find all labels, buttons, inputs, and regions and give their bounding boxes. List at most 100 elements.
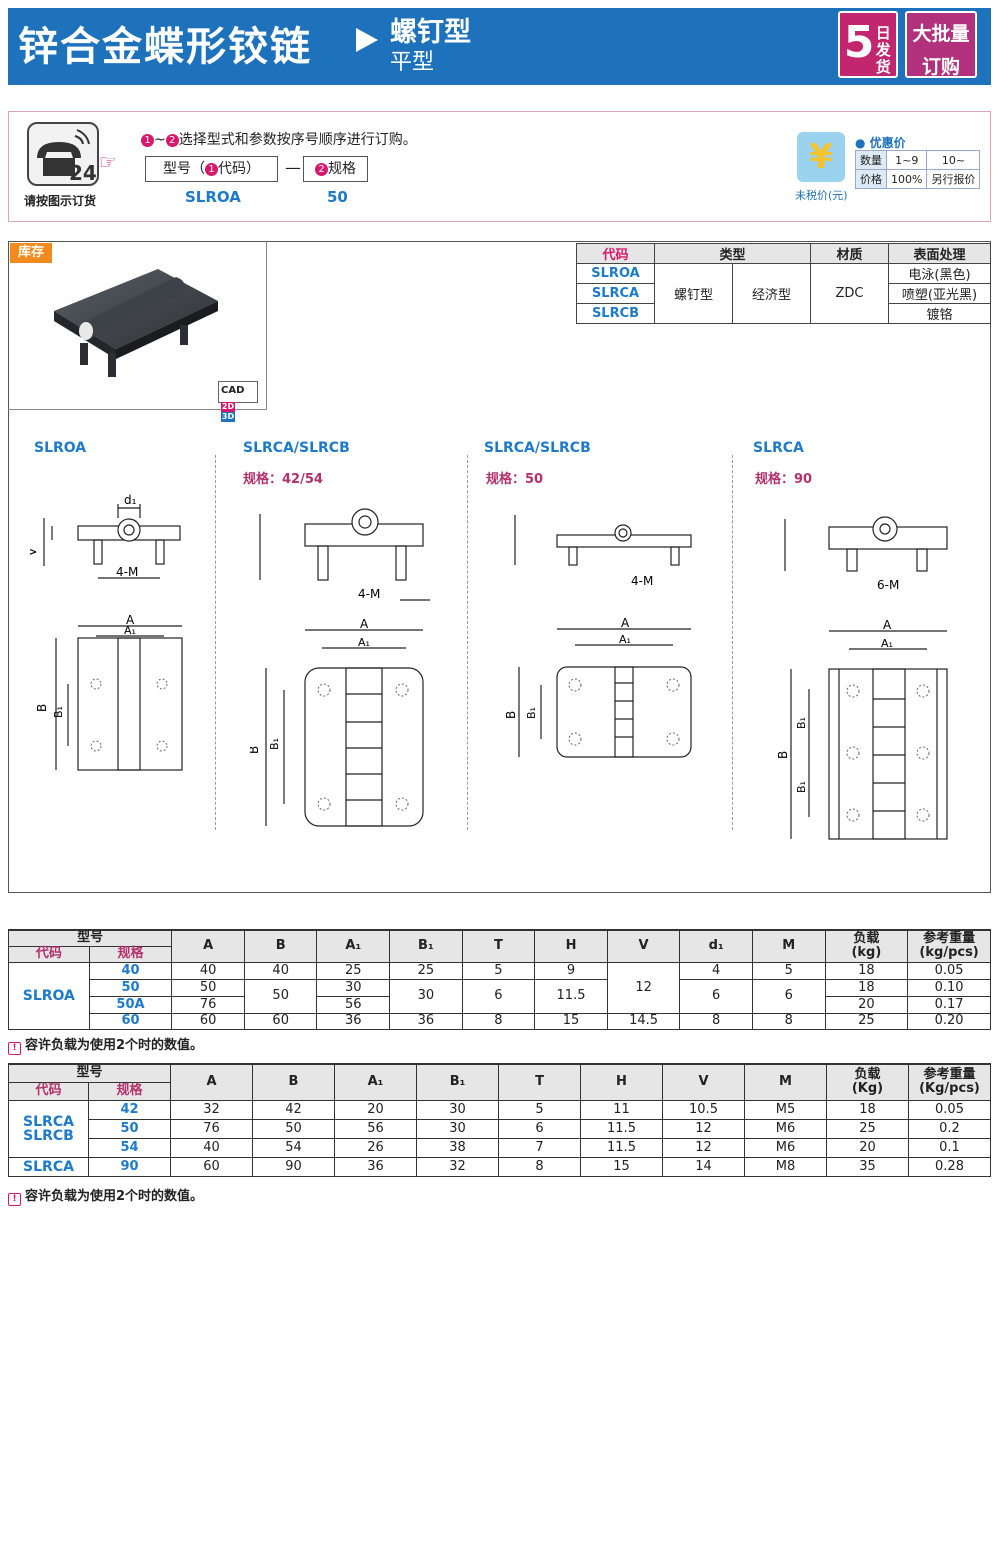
load-note: !容许负载为使用2个时的数值。 [8,1185,203,1206]
table-cell: 0.05 [907,961,991,980]
table-cell: 40 [170,1137,253,1158]
table-cell: 11 [580,1099,663,1120]
table-cell: 50 [252,1118,335,1139]
yen-price-icon: ¥ [797,132,845,182]
table-cell: 5 [751,961,826,980]
type-surface: 喷塑(亚光黑) [888,283,991,304]
table-size: 60 [88,1012,173,1030]
table-cell: 20 [334,1099,417,1120]
load-note: !容许负载为使用2个时的数值。 [8,1034,203,1055]
table-cell: 6 [461,978,536,1014]
stock-tag: 库存 [10,243,52,263]
svg-text:A₁: A₁ [358,636,370,649]
table-cell: M5 [744,1099,827,1120]
table-cell: 18 [826,1099,909,1120]
type-screw: 螺钉型 [654,263,733,324]
table-header: 参考重量 (kg/pcs) [907,929,991,963]
five-day-shipping-badge: 5日发货 [838,11,898,78]
table-size: 90 [88,1156,171,1177]
subtitle-type: 螺钉型 [390,17,471,48]
drawing-label-slrca-slrcb-50: SLRCA/SLRCB [484,440,591,456]
type-code: SLROA [576,263,655,284]
table-size: 54 [88,1137,171,1158]
table-cell: 7 [498,1137,581,1158]
table-cell: 50 [171,978,245,997]
dim-label: 4-M [116,565,138,579]
table-header: 规格 [88,1081,171,1101]
discount-cell: 价格 [855,169,887,189]
table-cell: 0.10 [907,978,991,997]
svg-text:B₁: B₁ [795,717,808,729]
type-surface: 电泳(黑色) [888,263,991,284]
table-cell: 14 [662,1156,745,1177]
table-cell: 35 [826,1156,909,1177]
table-cell: 11.5 [580,1137,663,1158]
drawing-slrca-50: 4-M A A₁ B B₁ [505,515,692,758]
table-cell: 6 [679,978,753,1014]
dim-label: B₁ [52,706,65,718]
table-cell: 20 [826,1137,909,1158]
table-header: T [461,929,536,963]
model-label-code: 代码） [218,161,260,177]
example-model-value: SLROA [185,188,241,206]
table-cell: 26 [334,1137,417,1158]
step-2-icon: 2 [165,133,179,147]
table-cell: 12 [606,961,681,1014]
spec-label: 规格 [328,161,356,177]
table-header: 负载 (kg) [824,929,909,963]
svg-text:B₁: B₁ [268,738,281,750]
table-cell: 12 [662,1137,745,1158]
table-cell: 8 [461,1012,536,1030]
table-cell: 10.5 [662,1099,745,1120]
type-header-material: 材质 [810,243,889,264]
type-surface: 镀铬 [888,303,991,324]
example-spec-value: 50 [327,188,348,206]
table-cell: 76 [170,1118,253,1139]
step-range-sep: ~ [154,132,166,148]
table-size: 50 [88,978,173,997]
table-cell: 25 [826,1118,909,1139]
table-cell: 5 [461,961,536,980]
table-header: A [170,1063,253,1101]
product-frame [8,241,991,893]
table-cell: 14.5 [606,1012,681,1030]
drawing-slrca-90: 6-M A A₁ B B₁ B₁ [776,516,948,840]
badge-bulk-bottom: 订购 [921,56,960,78]
type-header-type: 类型 [654,243,811,264]
table-cell: 30 [316,978,391,997]
table-cell: 25 [389,961,463,980]
table-header: 代码 [8,945,90,963]
table-cell: 9 [534,961,608,980]
page-title: 锌合金蝶形铰链 [18,24,312,70]
table-header: B₁ [416,1063,499,1101]
table-header: 参考重量 (Kg/pcs) [908,1063,991,1101]
table-cell: 0.28 [908,1156,991,1177]
table-header: 代码 [8,1081,89,1101]
discount-cell: 另行报价 [926,169,981,189]
type-code: SLRCB [576,303,655,324]
type-table: 代码 类型 材质 表面处理 SLROA 螺钉型 经济型 ZDC 电泳(黑色) S… [576,243,991,324]
table-cell: 11.5 [580,1118,663,1139]
table-cell: 32 [416,1156,499,1177]
svg-text:6-M: 6-M [877,578,899,592]
table-cell: 6 [751,978,826,1014]
table-cell: 0.17 [907,995,991,1014]
table-cell: M6 [744,1137,827,1158]
dim-label: d₁ [124,493,137,507]
discount-cell: 10~ [926,150,981,170]
step-1-icon: 1 [141,133,154,147]
price-caption: 未税价(元) [795,189,848,202]
hinge-photo [54,269,218,377]
svg-text:B: B [250,746,261,754]
dim-label: V [30,547,39,556]
table-cell: 18 [824,978,909,997]
drawing-separator [732,455,733,830]
svg-text:B₁: B₁ [525,707,538,719]
spec-table-slroa: 型号 A B A₁ B₁ T H V d₁ M 负载 (kg) 参考重量 (kg… [7,929,991,1030]
table-cell: 36 [316,1012,391,1030]
